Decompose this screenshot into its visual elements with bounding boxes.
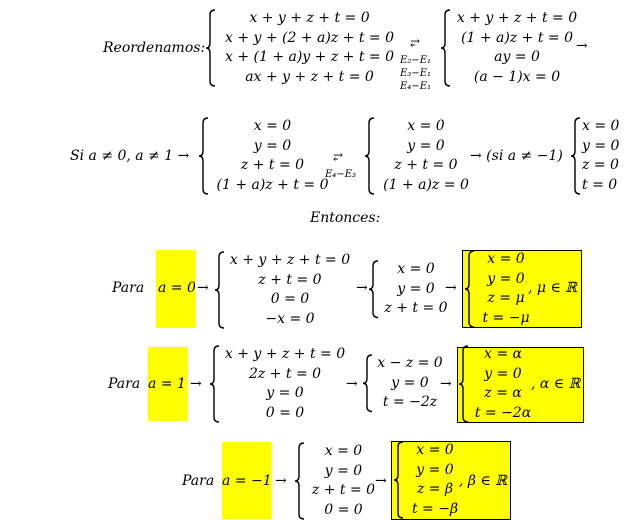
brace-icon xyxy=(393,441,405,519)
equation: t = 0 xyxy=(582,176,632,196)
equation: x = 0 xyxy=(405,441,465,461)
operation: E₄−E₃ xyxy=(325,168,356,181)
equation: z = α xyxy=(470,384,536,404)
brace-icon xyxy=(464,250,476,328)
equation: x + y + z + t = 0 xyxy=(221,345,349,365)
equation: z + t = 0 xyxy=(380,299,452,319)
entonces-label: Entonces: xyxy=(310,210,380,226)
equation: x = 0 xyxy=(210,117,335,137)
equation: 0 = 0 xyxy=(226,290,354,310)
equation: t = −2z xyxy=(374,393,446,413)
arrow: → xyxy=(197,280,209,296)
brace-icon xyxy=(198,117,210,195)
case-value: a = 0 xyxy=(158,280,196,296)
equation: y = 0 xyxy=(405,461,465,481)
equation: ax + y + z + t = 0 xyxy=(217,68,402,88)
equation: z = μ xyxy=(476,289,536,309)
brace-icon xyxy=(362,354,374,413)
swap-arrow-icon: ⥂ xyxy=(333,150,343,164)
equation: y = 0 xyxy=(470,365,536,385)
equation: (1 + a)z = 0 xyxy=(376,176,476,196)
brace-icon xyxy=(294,442,306,520)
equation: x = 0 xyxy=(306,442,381,462)
operation: E₂−E₁ xyxy=(400,54,431,67)
equation: (1 + a)z + t = 0 xyxy=(210,176,335,196)
arrow: → xyxy=(440,376,452,392)
operation: E₃−E₁ xyxy=(400,67,431,80)
equation: 2z + t = 0 xyxy=(221,365,349,385)
para-label: Para xyxy=(182,473,214,489)
arrow: → xyxy=(190,376,202,392)
equation: x = 0 xyxy=(376,117,476,137)
brace-icon xyxy=(364,117,376,195)
parameter: , β ∈ ℝ xyxy=(459,473,507,489)
equation: t = −2α xyxy=(470,404,536,424)
arrow: → xyxy=(576,38,588,54)
equation: 0 = 0 xyxy=(306,501,381,520)
parameter: , α ∈ ℝ xyxy=(531,376,580,392)
equation: y = 0 xyxy=(306,462,381,482)
case-value: a = −1 xyxy=(222,473,272,489)
equation: y = 0 xyxy=(210,137,335,157)
brace-icon xyxy=(205,9,217,87)
equation: t = −μ xyxy=(476,309,536,329)
parameter: , μ ∈ ℝ xyxy=(528,280,577,296)
arrow: → xyxy=(346,376,358,392)
equation: z = β xyxy=(405,480,465,500)
swap-arrow-icon: ⥂ xyxy=(410,36,420,50)
brace-icon xyxy=(458,345,470,423)
equation: z + t = 0 xyxy=(306,481,381,501)
equation: y = 0 xyxy=(476,270,536,290)
row-operations: E₂−E₁ E₃−E₁ E₄−E₁ xyxy=(400,54,431,93)
brace-icon xyxy=(570,117,582,195)
equation: z = 0 xyxy=(582,156,632,176)
equation: x = 0 xyxy=(582,117,632,137)
equation: x + y + (2 + a)z + t = 0 xyxy=(217,29,402,49)
arrow: → xyxy=(356,280,368,296)
equation: y = 0 xyxy=(582,137,632,157)
para-label: Para xyxy=(108,376,140,392)
equation: (1 + a)z + t = 0 xyxy=(452,29,582,49)
equation: t = −β xyxy=(405,500,465,520)
equation: ay = 0 xyxy=(452,48,582,68)
equation: z + t = 0 xyxy=(226,271,354,291)
reordenamos-label: Reordenamos: xyxy=(103,40,205,56)
equation: y = 0 xyxy=(221,384,349,404)
equation: x = α xyxy=(470,345,536,365)
equation: x = 0 xyxy=(476,250,536,270)
equation: z + t = 0 xyxy=(210,156,335,176)
equation: z + t = 0 xyxy=(376,156,476,176)
arrow: → xyxy=(445,280,457,296)
case-value: a = 1 xyxy=(148,376,186,392)
equation: x + y + z + t = 0 xyxy=(452,9,582,29)
equation: x = 0 xyxy=(380,260,452,280)
equation: x + y + z + t = 0 xyxy=(217,9,402,29)
arrow: → xyxy=(375,473,387,489)
operation: E₄−E₁ xyxy=(400,80,431,93)
brace-icon xyxy=(368,260,380,319)
equation: 0 = 0 xyxy=(221,404,349,424)
brace-icon xyxy=(214,251,226,329)
equation: y = 0 xyxy=(374,374,446,394)
equation: x − z = 0 xyxy=(374,354,446,374)
equation: x + (1 + a)y + z + t = 0 xyxy=(217,48,402,68)
brace-icon xyxy=(440,9,452,87)
arrow: → xyxy=(275,473,287,489)
brace-icon xyxy=(209,345,221,423)
condition-text: → (si a ≠ −1) xyxy=(470,148,563,164)
equation: y = 0 xyxy=(380,280,452,300)
equation: (a − 1)x = 0 xyxy=(452,68,582,88)
para-label: Para xyxy=(112,280,144,296)
equation: x + y + z + t = 0 xyxy=(226,251,354,271)
equation: y = 0 xyxy=(376,137,476,157)
equation: −x = 0 xyxy=(226,310,354,330)
condition-label: Si a ≠ 0, a ≠ 1 → xyxy=(70,148,189,164)
